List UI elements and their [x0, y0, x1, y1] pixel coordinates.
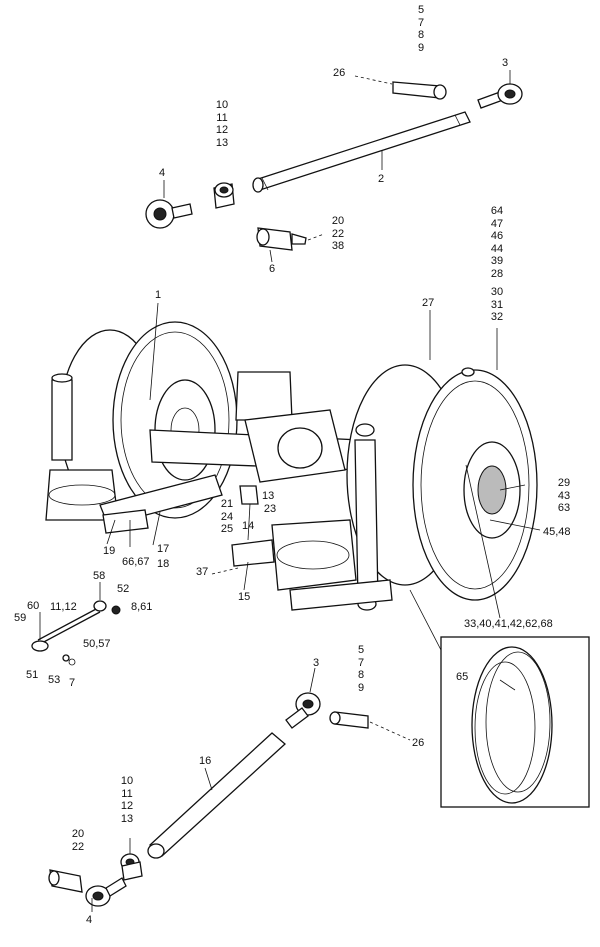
- callout-58: 58: [93, 570, 106, 582]
- callout-52: 52: [117, 583, 130, 595]
- callout-4-bottom: 4: [86, 914, 93, 926]
- callout-8-61: 8,61: [131, 601, 153, 613]
- clamp-10-bottom: [120, 853, 143, 881]
- callout-1: 1: [155, 289, 162, 301]
- bushing-4-top: [145, 199, 193, 229]
- bush-14: [239, 485, 259, 505]
- callout-65: 65: [456, 671, 469, 683]
- right-air-spring: [271, 519, 393, 611]
- pin-26-bottom: [329, 711, 411, 741]
- callout-19: 19: [103, 545, 116, 557]
- callout-27: 27: [422, 297, 435, 309]
- callout-59: 59: [14, 612, 27, 624]
- pin-26-top: [354, 75, 447, 100]
- axle-housing: [149, 409, 363, 483]
- radius-arm-17: [99, 474, 223, 534]
- callout-45-48: 45,48: [543, 526, 571, 538]
- right-shock-absorber: [354, 423, 379, 611]
- leader-lines: [39, 70, 541, 912]
- callout-50-57: 50,57: [83, 638, 111, 650]
- callout-51: 51: [26, 669, 39, 681]
- callout-17: 17: [157, 543, 170, 555]
- callout-23: 23: [263, 503, 277, 515]
- rod-end-3-top: [477, 83, 523, 109]
- callout-6: 6: [269, 263, 276, 275]
- callout-7-mid: 7: [69, 677, 76, 689]
- clamp-10-top: [213, 182, 235, 209]
- callout-3-top: 3: [502, 57, 509, 69]
- linkage-rod: [31, 600, 121, 666]
- callout-2: 2: [378, 173, 385, 185]
- callout-60: 60: [27, 600, 40, 612]
- callout-66-67: 66,67: [122, 556, 150, 568]
- callout-14: 14: [242, 520, 255, 532]
- callout-37: 37: [196, 566, 209, 578]
- callout-13-mid: 13: [262, 490, 275, 502]
- bracket-15: [211, 539, 275, 575]
- callout-3-bottom: 3: [313, 657, 320, 669]
- callout-33-40-41-42-62-68: 33,40,41,42,62,68: [464, 618, 553, 630]
- callout-11-12: 11,12: [50, 601, 77, 613]
- band-65: [471, 646, 553, 804]
- callout-18: 18: [157, 558, 170, 570]
- callout-26-bottom: 26: [412, 737, 425, 749]
- bush-20-bottom: [48, 869, 83, 893]
- callout-16: 16: [199, 755, 212, 767]
- rod-16: [147, 732, 286, 859]
- callout-15: 15: [238, 591, 251, 603]
- bush-6: [256, 227, 325, 251]
- callout-26-top: 26: [333, 67, 346, 79]
- inset-box: [409, 589, 590, 808]
- callout-4-top: 4: [159, 167, 166, 179]
- rod-end-3-bottom: [285, 692, 321, 729]
- callout-53: 53: [48, 674, 61, 686]
- rod-2: [252, 111, 471, 193]
